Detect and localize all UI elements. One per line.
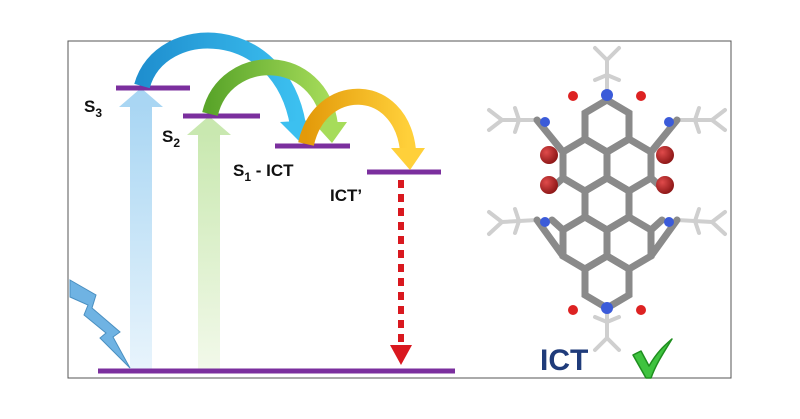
emission-arrow (390, 180, 412, 365)
label-s2: S2 (162, 127, 180, 150)
label-s1-ict: S1 - ICT (233, 161, 294, 184)
check-mark-icon (632, 338, 673, 379)
label-ict-prime: ICT’ (330, 186, 362, 205)
relaxation-arrow-s2-s1 (202, 59, 347, 143)
excitation-arrow-s3 (119, 88, 163, 370)
relaxation-arrow-s1-ict-prime (298, 88, 425, 170)
molecule-model (487, 46, 727, 352)
excitation-arrow-s2 (187, 116, 231, 370)
label-ict: ICT (540, 344, 588, 377)
figure-frame (67, 40, 732, 379)
label-s3: S3 (84, 97, 102, 120)
lightning-bolt-icon (69, 279, 131, 369)
